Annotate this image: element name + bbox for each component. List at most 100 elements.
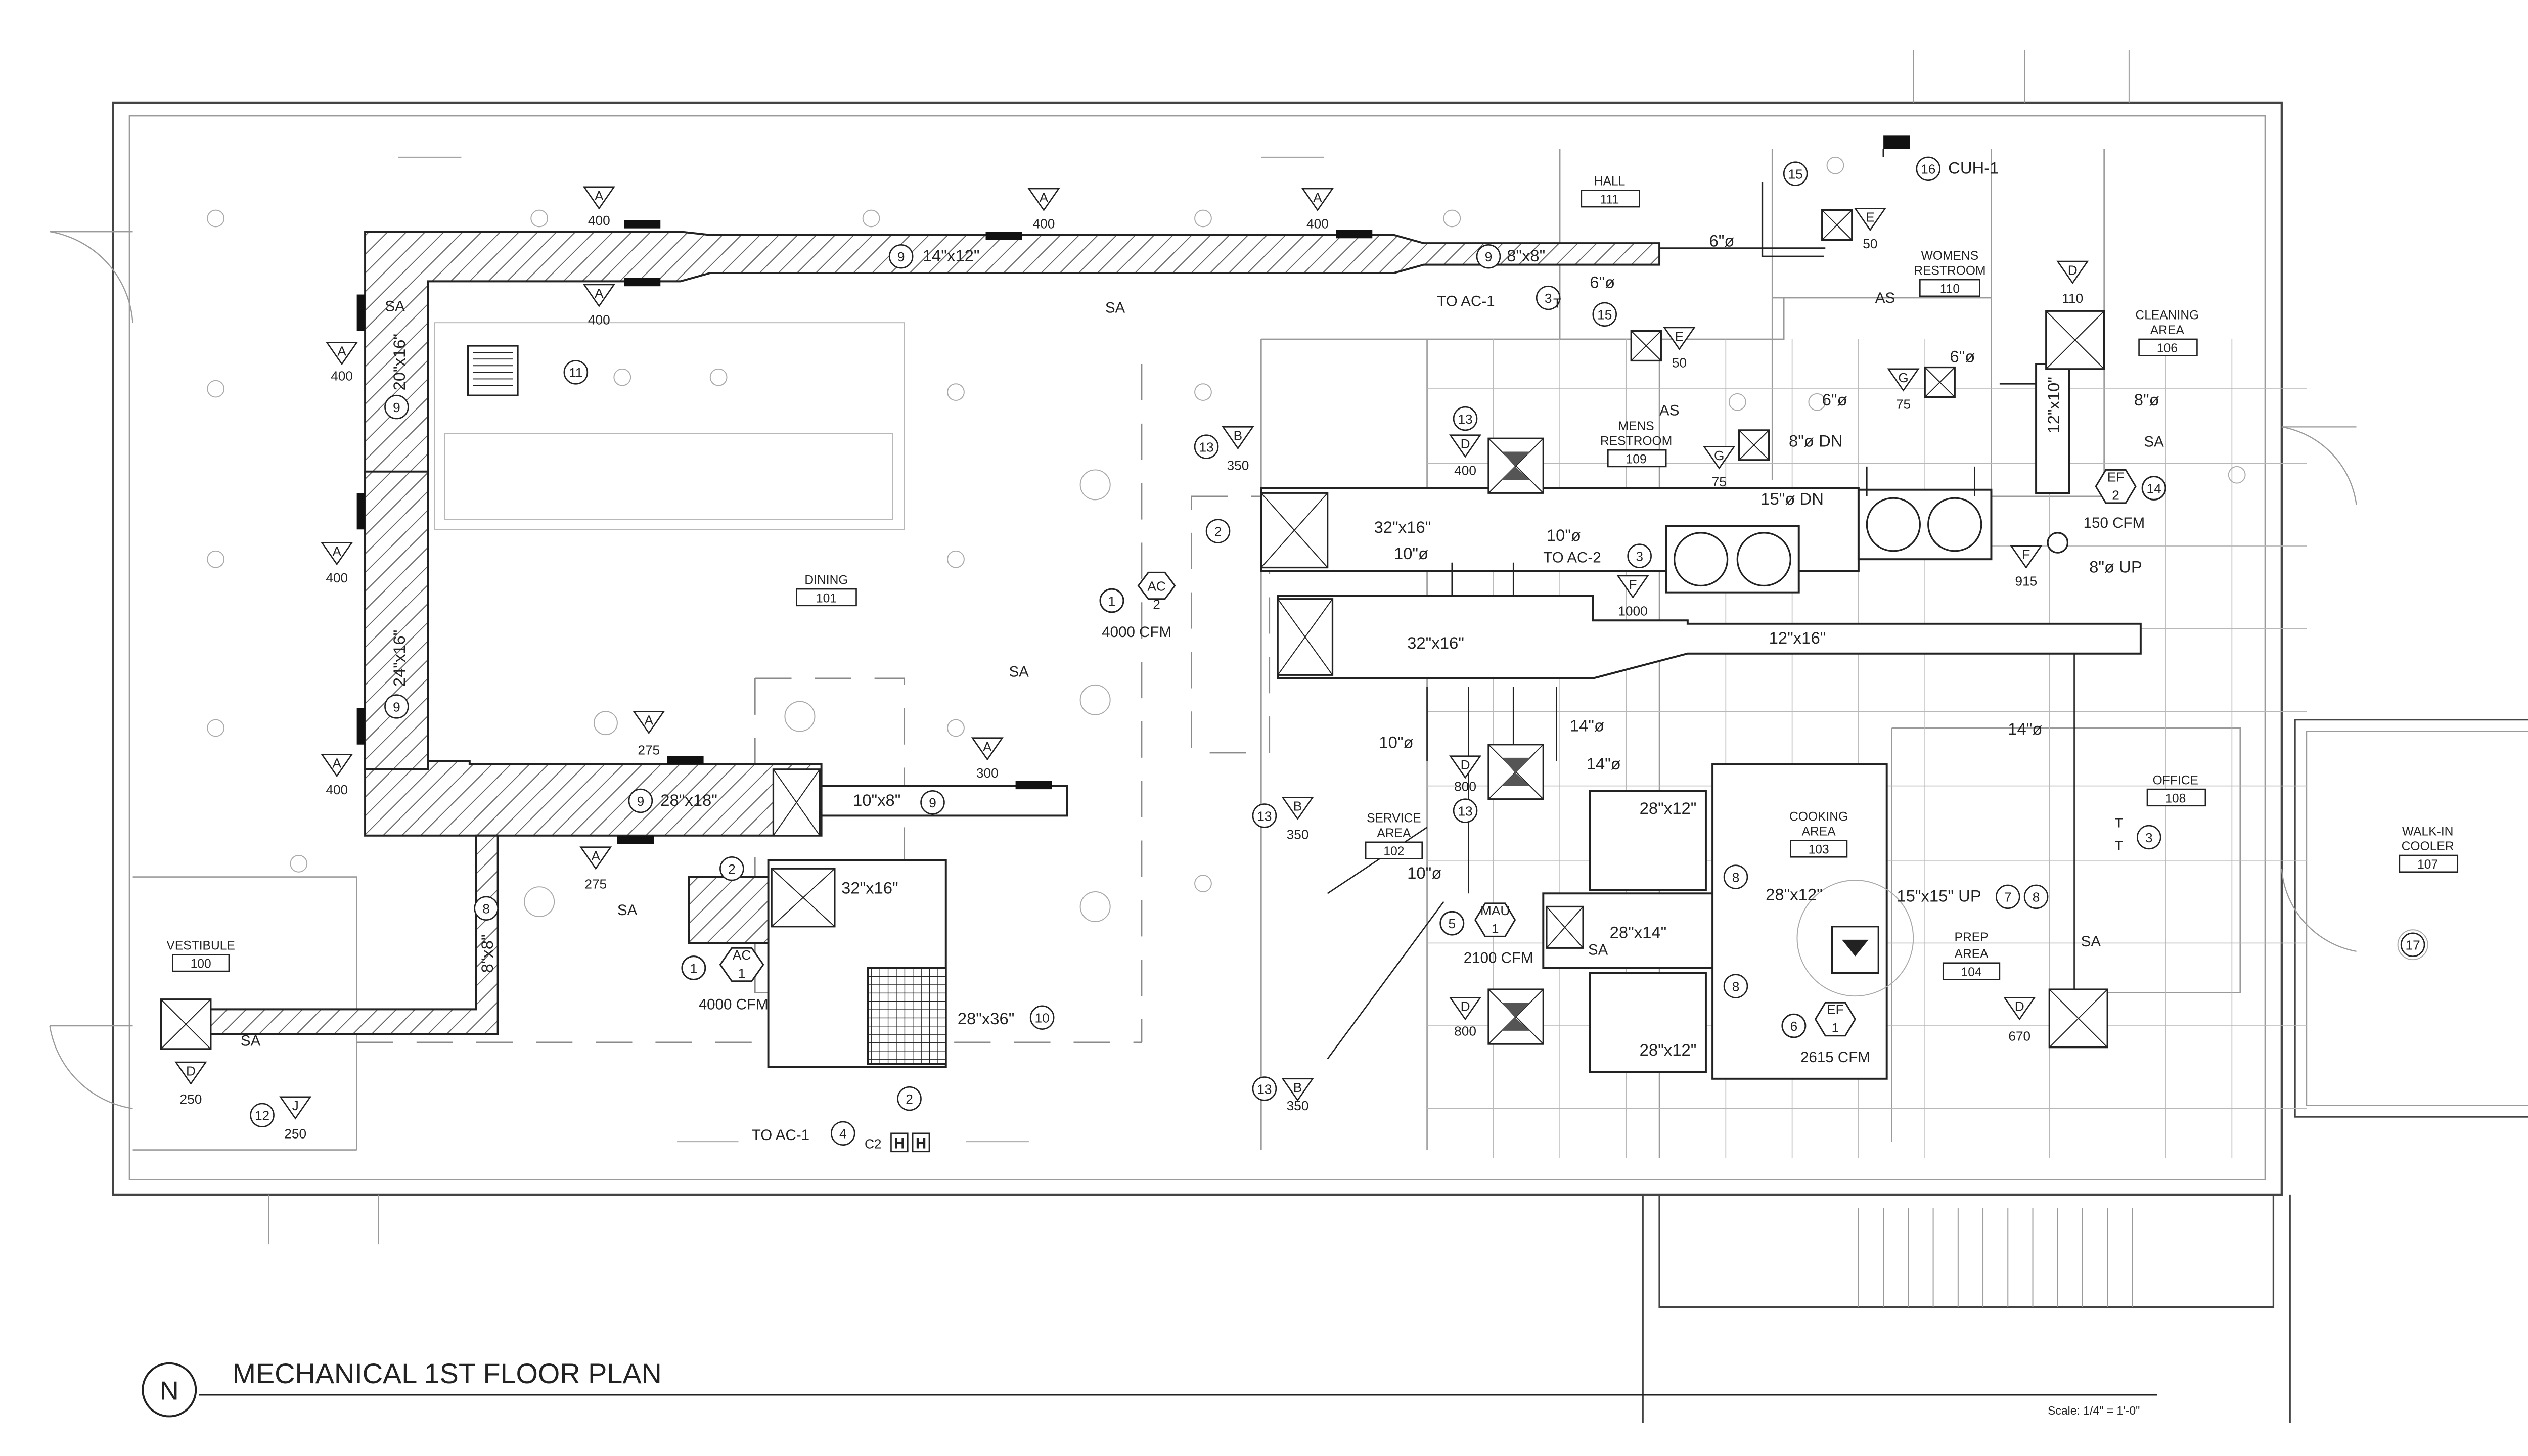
h-marker: H (894, 1135, 905, 1152)
round-duct-label: 6"ø (1709, 232, 1735, 250)
exhaust-fan (772, 768, 821, 837)
room-number: 100 (191, 958, 211, 971)
room-office: OFFICE 108 (2146, 774, 2206, 807)
svg-text:9: 9 (1485, 249, 1493, 264)
svg-text:400: 400 (326, 570, 348, 585)
svg-text:15: 15 (1597, 307, 1612, 323)
sa-note: SA (617, 902, 638, 919)
svg-text:EF: EF (2107, 469, 2125, 484)
svg-text:800: 800 (1454, 1024, 1476, 1039)
ac-2-tag: AC 2 4000 CFM 1 (1099, 571, 1176, 641)
svg-text:12: 12 (255, 1108, 269, 1123)
misc-notes: TO AC-1 TO AC-2 TO AC-1 SA SA SA SA SA S… (241, 290, 2164, 1153)
sa-note: SA (1588, 941, 1608, 958)
round-duct-label: 14"ø (1570, 716, 1604, 735)
sa-note: SA (2144, 434, 2164, 450)
svg-text:A: A (333, 544, 342, 559)
room-name: CLEANING (2135, 309, 2199, 323)
svg-text:6: 6 (1790, 1019, 1798, 1034)
room-prep-area: PREP AREA 104 (1942, 931, 2001, 980)
svg-text:1000: 1000 (1618, 603, 1647, 618)
return-grille (1260, 492, 1329, 569)
svg-text:350: 350 (1227, 458, 1249, 473)
duct-size-label: 32"x16" (1407, 633, 1464, 652)
svg-text:300: 300 (976, 765, 999, 781)
svg-text:13: 13 (1199, 439, 1213, 454)
svg-text:2: 2 (2112, 487, 2119, 503)
svg-text:A: A (333, 756, 342, 771)
duct-size-label: 28"x36" (958, 1009, 1015, 1028)
svg-text:1: 1 (1492, 921, 1499, 936)
svg-text:AC: AC (1147, 578, 1165, 594)
keyed-note: 9 (888, 244, 914, 269)
duct-size-label: 28"x18" (660, 791, 717, 809)
svg-text:EF: EF (1827, 1002, 1844, 1017)
svg-text:D: D (1461, 757, 1470, 772)
keyed-note: 12 (250, 1103, 275, 1128)
svg-text:17: 17 (2406, 938, 2420, 953)
room-name: VESTIBULE (166, 939, 235, 953)
svg-text:9: 9 (929, 795, 936, 810)
room-cleaning-area: CLEANING AREA 106 (2135, 309, 2199, 356)
svg-text:350: 350 (1287, 1098, 1309, 1113)
sa-note: SA (241, 1032, 261, 1049)
svg-text:400: 400 (1306, 216, 1329, 232)
keyed-note: 9 (628, 788, 653, 813)
svg-text:50: 50 (1863, 236, 1877, 251)
duct-size-label: 8"x8" (478, 934, 496, 973)
duct-size-label: 12"x16" (1769, 628, 1826, 647)
svg-text:B: B (1293, 799, 1302, 814)
svg-text:F: F (2022, 547, 2030, 562)
svg-text:9: 9 (897, 249, 905, 264)
c2-marker: C2 (865, 1136, 882, 1151)
keyed-note: 9 (920, 790, 945, 815)
sa-note: SA (2081, 933, 2101, 950)
keyed-note: 9 (384, 394, 409, 420)
duct-size-label: 32"x16" (841, 878, 898, 897)
svg-text:A: A (1313, 190, 1322, 205)
svg-text:9: 9 (393, 400, 400, 415)
svg-text:D: D (2015, 999, 2024, 1014)
svg-text:9: 9 (393, 699, 400, 714)
diffuser-tag: G75 (1887, 368, 1920, 412)
keyed-note: 10 (1029, 1005, 1055, 1030)
round-duct-label: 14"ø (1587, 754, 1621, 773)
keyed-note: 4 (830, 1121, 855, 1146)
to-ac2-note: TO AC-2 (1543, 550, 1601, 566)
svg-text:250: 250 (180, 1091, 202, 1107)
to-ac1-note: TO AC-1 (1437, 293, 1495, 309)
round-duct-label: 14"ø (2008, 719, 2042, 738)
svg-text:G: G (1898, 370, 1908, 385)
room-hall: HALL 111 (1581, 175, 1640, 208)
room-name: AREA (1955, 947, 1989, 961)
room-number: 102 (1383, 845, 1404, 858)
linear-slot-diffusers (356, 220, 1373, 844)
as-note: AS (1875, 290, 1895, 306)
duct-size-label: 15"x15" UP (1897, 887, 1981, 905)
svg-text:AC: AC (733, 947, 751, 963)
diffusers-and-fans (160, 135, 2108, 1050)
exhaust-grille (1924, 366, 1956, 398)
room-name: HALL (1594, 175, 1626, 189)
room-name: MENS (1618, 420, 1654, 433)
round-duct-labels: 6"ø 6"ø 6"ø 6"ø 8"ø 8"ø DN 15"ø DN 10"ø … (1379, 159, 2159, 882)
room-walk-in-cooler: WALK-IN COOLER 107 (2399, 825, 2459, 873)
north-arrow-icon (142, 1362, 197, 1418)
drawing-scale: Scale: 1/4" = 1'-0" (2048, 1404, 2140, 1417)
hood-fan (1831, 926, 1879, 974)
round-duct-label: 6"ø (1822, 390, 1847, 409)
keyed-note: 3 (2136, 825, 2161, 850)
sa-note: SA (1009, 664, 1029, 680)
svg-text:G: G (1714, 448, 1724, 463)
svg-text:2: 2 (1153, 597, 1160, 612)
duct-size-label: 28"x12" (1640, 1040, 1697, 1059)
room-womens-restroom: WOMENS RESTROOM 110 (1914, 249, 1986, 297)
